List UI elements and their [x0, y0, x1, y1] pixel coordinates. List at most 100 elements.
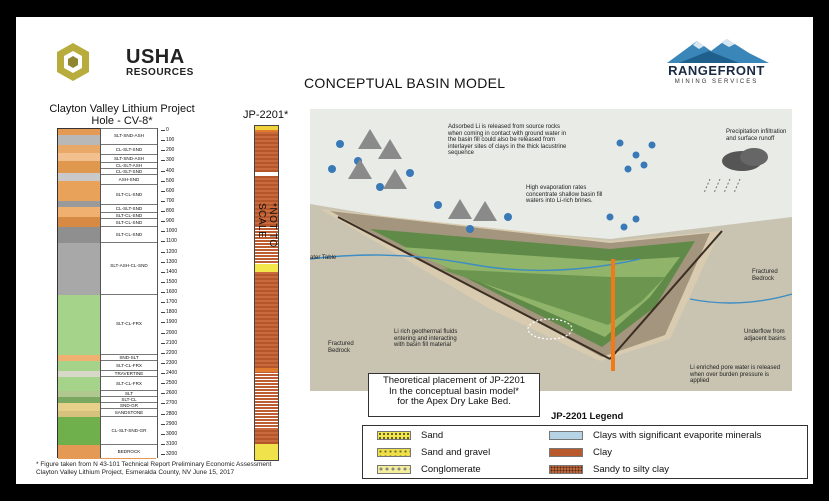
unit-label: CL-SLT-SND	[101, 144, 157, 154]
jp-band	[255, 172, 278, 176]
clay-swatch	[549, 448, 583, 457]
usha-logo: USHA RESOURCES	[56, 34, 206, 84]
depth-tick-label: 2600	[160, 390, 178, 397]
depth-tick-label: 400	[160, 167, 175, 174]
legend-label: Sand	[421, 430, 444, 441]
unit-label: SLT-CL-FRX	[101, 376, 157, 390]
unit-label: CL-SLT-ASH	[101, 162, 157, 168]
depth-tick-label: 1300	[160, 258, 178, 265]
depth-tick-label: 1600	[160, 289, 178, 295]
unit-label: SLT-ASH-CL-SND	[101, 242, 157, 294]
note-evaporation: High evaporation rates concentrate shall…	[526, 185, 603, 205]
jp-band-clay	[255, 132, 278, 172]
depth-tick-label: 3100	[160, 440, 178, 447]
legend: Sand Sand and gravel Conglomerate Clays …	[362, 425, 808, 479]
unit-label: SANDSTONE	[101, 408, 157, 416]
depth-tick-label: 1900	[160, 319, 178, 326]
jp2201-column	[254, 125, 279, 461]
depth-tick-label: 2700	[160, 400, 178, 407]
rangefront-sub: MINING SERVICES	[674, 79, 759, 85]
depth-tick-label: 700	[160, 197, 175, 204]
callout-line1: Theoretical placement of JP-2201	[382, 375, 526, 386]
legend-label: Clay	[593, 447, 613, 458]
legend-item: Sandy to silty clay	[549, 463, 805, 476]
unit-label: SND-GR	[101, 402, 157, 408]
depth-tick-label: 3000	[160, 430, 178, 437]
usha-name: USHA	[126, 46, 185, 68]
slide: USHA RESOURCES CONCEPTUAL BASIN MODEL RA…	[16, 17, 813, 484]
depth-tick-label: 300	[160, 157, 175, 164]
unit-label: CL-SLT-SND	[101, 204, 157, 212]
depth-tick-label: 200	[160, 147, 175, 154]
depth-tick-label: 0	[161, 127, 169, 133]
legend-item: Clays with significant evaporite mineral…	[549, 429, 805, 442]
footnote-line1: * Figure taken from N 43-101 Technical R…	[36, 461, 272, 468]
sandy-clay-swatch	[549, 465, 583, 474]
depth-tick-label: 100	[160, 137, 175, 144]
jp-band-sand-gravel	[255, 444, 278, 460]
unit-label: SLT-CL-SND	[101, 212, 157, 218]
unit-label: SLT-CL-SND	[101, 226, 157, 242]
page-title: CONCEPTUAL BASIN MODEL	[304, 75, 506, 91]
basin-cross-section	[310, 129, 792, 391]
depth-tick-label: 1000	[160, 228, 178, 235]
legend-label: Sandy to silty clay	[593, 464, 670, 475]
depth-tick-label: 1500	[160, 278, 178, 285]
unit-label: BEDROCK	[101, 444, 157, 458]
jp-band	[255, 368, 278, 372]
unit-label: SLT-CL	[101, 396, 157, 402]
jp-band-sand	[255, 264, 278, 272]
note-geothermal: Li rich geothermal fluids entering and i…	[394, 329, 458, 349]
depth-tick-label: 2400	[160, 370, 178, 376]
legend-label: Clays with significant evaporite mineral…	[593, 430, 762, 441]
legend-item: Sand	[377, 429, 527, 442]
usha-hexagon-icon	[57, 43, 89, 81]
rangefront-name: RANGEFRONT	[668, 63, 765, 78]
unit-label: ASH-SND	[101, 174, 157, 184]
callout-line2: In the conceptual basin model*	[389, 385, 519, 397]
note-water-table: ater Table	[310, 255, 337, 261]
unit-label: SLT-SND-ASH	[101, 128, 157, 144]
jp-band-clay	[255, 272, 278, 368]
depth-tick-label: 500	[160, 177, 175, 184]
unit-label: CL-SLT-SND	[101, 168, 157, 174]
basin-diagram: Adsorbed Li is released from source rock…	[310, 109, 792, 391]
depth-tick-label: 800	[160, 208, 175, 214]
depth-tick-label: 2500	[160, 380, 178, 387]
depth-tick-label: 2100	[160, 339, 178, 346]
sand-swatch	[377, 431, 411, 440]
evaporite-clay-swatch	[549, 431, 583, 440]
legend-label: Sand and gravel	[421, 447, 491, 458]
note-precipitation: Precipitation infiltration and surface r…	[726, 129, 787, 142]
depth-tick-label: 2200	[160, 349, 178, 356]
note-fractured-left: Fractured Bedrock	[328, 341, 354, 354]
depth-tick-label: 1400	[160, 268, 178, 275]
jp-band-sandy-clay	[255, 372, 278, 428]
unit-label: SLT-CL-FRX	[101, 294, 157, 354]
note-adsorbed: Adsorbed Li is released from source rock…	[448, 124, 567, 157]
drillhole-title: Clayton Valley Lithium Project Hole - CV…	[36, 103, 208, 127]
legend-title: JP-2201 Legend	[551, 411, 624, 422]
depth-tick-label: 1100	[161, 238, 177, 245]
jp-band-clay	[255, 428, 278, 444]
not-to-scale-label: *NOT TO SCALE	[256, 203, 278, 248]
rangefront-logo: RANGEFRONT MINING SERVICES	[649, 37, 784, 89]
depth-tick-label: 600	[160, 187, 175, 194]
note-pore-water: Li enriched pore water is released when …	[690, 365, 781, 385]
legend-label: Conglomerate	[421, 464, 481, 475]
jp-band-sand	[255, 126, 278, 130]
unit-label: SND-SLT	[101, 354, 157, 360]
depth-tick-label: 2900	[160, 420, 178, 427]
callout-line3: for the Apex Dry Lake Bed.	[397, 396, 511, 407]
mountain-icon	[667, 39, 769, 63]
jp2201-title: JP-2201*	[243, 109, 289, 121]
unit-label: SLT	[101, 390, 157, 396]
legend-item: Sand and gravel	[377, 446, 527, 459]
depth-tick-label: 2300	[160, 359, 178, 366]
sand-gravel-swatch	[377, 448, 411, 457]
note-fractured-right: Fractured Bedrock	[752, 269, 778, 282]
depth-tick-label: 1200	[160, 248, 178, 255]
depth-tick-label: 1700	[160, 299, 178, 306]
jp-band-sandy-clay	[255, 226, 278, 264]
